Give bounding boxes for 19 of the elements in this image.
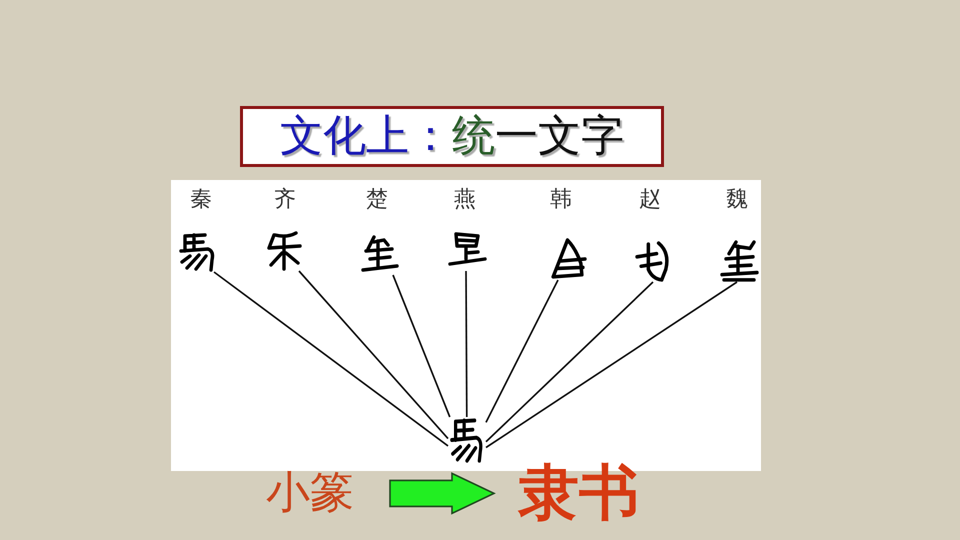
caption-label: 韩	[550, 188, 572, 212]
block-arrow	[389, 472, 496, 515]
caption-label: 楚	[366, 188, 388, 212]
caption-label: 齐	[274, 188, 296, 212]
connector-line	[485, 280, 559, 423]
connector-line	[392, 274, 451, 418]
connector-line	[214, 271, 448, 447]
connector-line	[465, 271, 468, 417]
connector-line	[486, 281, 738, 448]
text-label: 小篆	[266, 468, 354, 519]
connector-line	[298, 270, 449, 440]
title-box: 文化上：统一文字	[240, 106, 664, 167]
glyph-drawing	[720, 240, 760, 282]
caption-label: 燕	[454, 188, 476, 212]
connector-line	[485, 281, 654, 442]
caption-label: 秦	[190, 188, 212, 212]
text-label: 隶书	[519, 459, 639, 528]
caption-label: 魏	[726, 188, 748, 212]
caption-label: 赵	[639, 188, 661, 212]
